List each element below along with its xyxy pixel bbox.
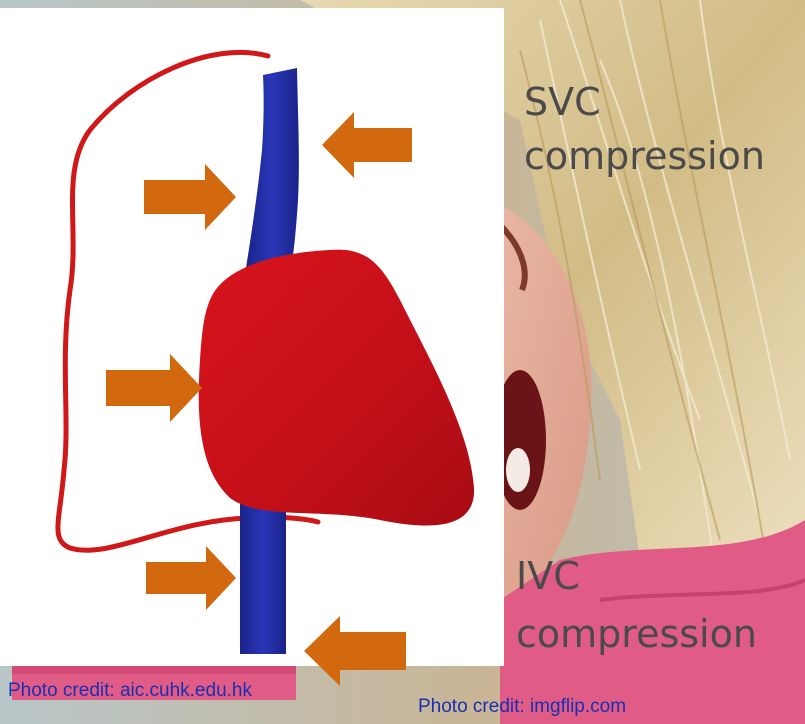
inferior-vena-cava [240,490,286,654]
ivc-label: IVC [516,554,580,598]
photo-credit-left: Photo credit: aic.cuhk.edu.hk [8,680,252,702]
svc-compression-label: compression [524,134,765,178]
svc-label: SVC [524,80,601,124]
photo-credit-right: Photo credit: imgflip.com [418,696,626,718]
ivc-compression-label: compression [516,612,757,656]
